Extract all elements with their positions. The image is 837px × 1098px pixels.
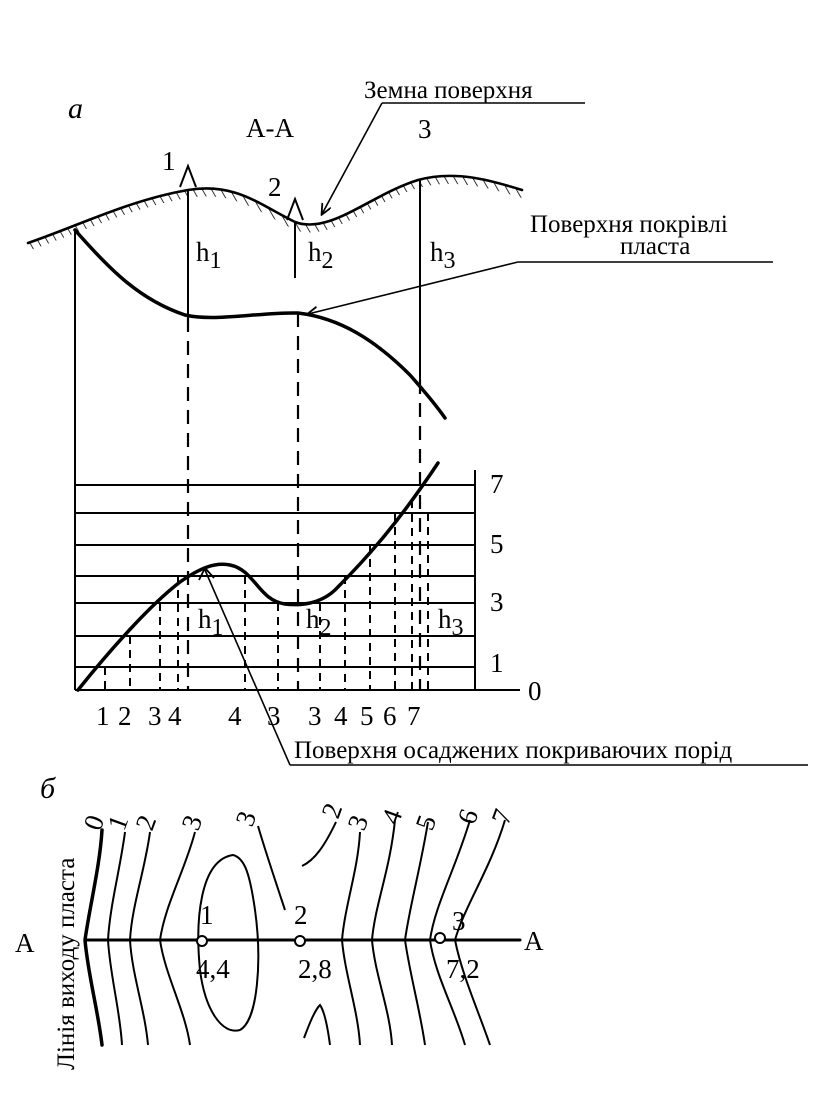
well-2-label: 2 [268,172,282,202]
point-2-marker [294,935,306,947]
point-3-id: 3 [452,906,466,936]
point-1-value: 4,4 [196,954,230,984]
scale-label-0: 0 [528,676,542,706]
tick-label: 3 [308,701,322,731]
deposit-h1: h1 [198,604,224,641]
tick-dashes [104,500,429,690]
tick-label: 1 [96,701,110,731]
tick-label: 3 [148,701,162,731]
point-3-value: 7,2 [446,954,480,984]
tick-label: 5 [360,701,374,731]
contour-label-3c: 3 [341,811,374,834]
level-grid [75,470,520,691]
tick-label: 2 [118,701,132,731]
tick-label: 4 [168,701,182,731]
depth-h3: h3 [430,237,456,274]
callout-roof-line1: Поверхня покрівлі [530,211,728,238]
ground-surface-hatch [28,175,522,251]
contour-label-6: 6 [451,805,484,828]
section-title: А-А [246,113,294,143]
contour-0 [83,828,104,1047]
panel-b-label: б [40,772,56,805]
roof-surface-curve [73,228,447,420]
contour-label-2: 2 [129,811,162,834]
callout-deposits-text: Поверхня осаджених покриваючих порід [294,737,733,764]
tick-label: 3 [267,701,281,731]
tick-label: 6 [383,701,397,731]
callout-ground-text: Земна поверхня [364,77,533,104]
tick-label: 4 [228,701,242,731]
deposits-surface-curve [76,461,440,692]
section-right-label: А [524,926,544,956]
contour-lines [106,819,506,1046]
well-1-label: 1 [162,146,176,176]
contour-label-5: 5 [409,811,442,834]
point-1-id: 1 [200,900,214,930]
callout-roof-arrow [308,261,519,314]
tick-label: 4 [334,701,348,731]
point-2-value: 2,8 [298,954,332,984]
deposit-h2: h2 [306,604,332,641]
contour-label-3b: 3 [229,807,262,830]
scale-label-5: 5 [490,529,504,559]
callout-ground-arrow [322,102,383,214]
tick-label: 7 [407,701,421,731]
scale-label-7: 7 [490,469,504,499]
section-left-label: А [15,928,35,958]
well-1-marker [179,163,197,188]
callout-deposits-leader [204,569,291,766]
contour-label-7: 7 [485,805,518,828]
scale-label-1: 1 [490,648,504,678]
contour-label-4: 4 [375,805,408,828]
scale-label-3: 3 [490,587,504,617]
point-1-marker [196,935,208,947]
panel-a-label: а [68,92,83,125]
panel-a: а А-А 1 2 3 h1 h2 h3 Земна поверхня Пове… [26,77,808,766]
point-3-marker [434,932,446,944]
well-2-marker [286,196,304,221]
outcrop-line-label: Лінія виходу пласта [53,858,80,1070]
well-3-label: 3 [418,114,432,144]
callout-deposits-arrowhead [198,566,215,581]
depth-h2: h2 [308,237,334,274]
point-2-id: 2 [294,900,308,930]
depth-h1: h1 [196,237,222,274]
callout-roof-line2: пласта [620,233,690,260]
deposit-h3: h3 [438,604,464,641]
contour-label-3: 3 [175,811,208,834]
ground-surface-line [26,174,524,245]
panel-b: б Лінія виходу пласта 0 1 2 3 3 2 3 4 5 … [15,772,544,1070]
